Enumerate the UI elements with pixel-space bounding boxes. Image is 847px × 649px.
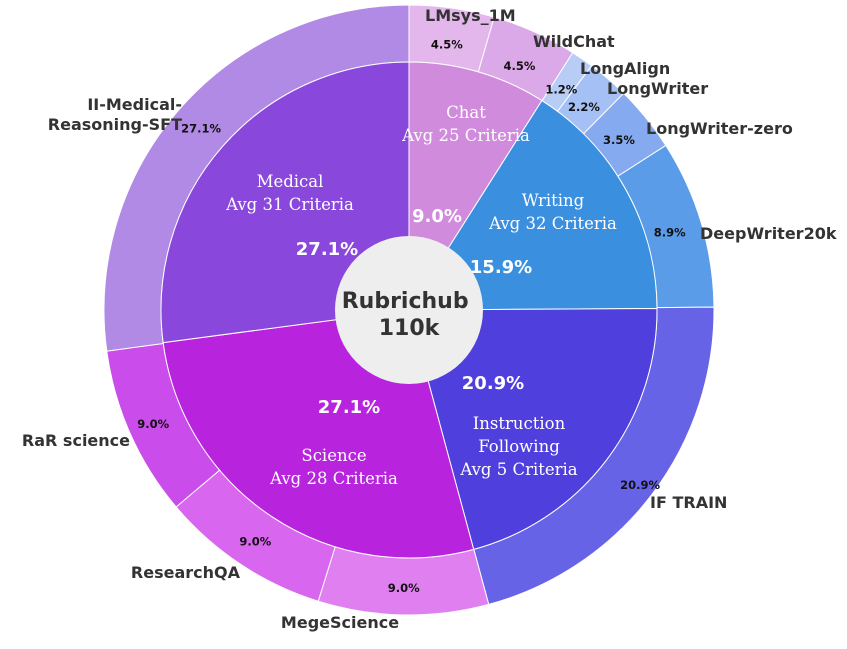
outer-pct-label-ii-medical-reasoning-sft: 27.1% (181, 121, 221, 135)
inner-ring (160, 61, 658, 559)
inner-pct-label-writing: 15.9% (470, 257, 532, 278)
outer-pct-label-researchqa: 9.0% (239, 535, 271, 549)
outer-name-label-researchqa: ResearchQA (131, 563, 241, 582)
inner-pct-label-instruction-following: 20.9% (462, 373, 524, 394)
inner-pct-label-medical: 27.1% (296, 239, 358, 260)
outer-name-label-wildchat: WildChat (533, 32, 615, 51)
outer-name-label-lmsys-1m: LMsys_1M (425, 6, 516, 25)
outer-name-label-if-train: IF TRAIN (650, 493, 727, 512)
outer-pct-label-longalign: 1.2% (545, 82, 577, 96)
outer-pct-label-wildchat: 4.5% (504, 59, 536, 73)
outer-labels: 4.5% LMsys_1M 4.5% WildChat 1.2%LongAlign 2.2… (22, 6, 837, 632)
outer-name-label-deepwriter20k: DeepWriter20k (700, 224, 837, 243)
outer-name-label-ii-medical-reasoning-sft: II-Medical-Reasoning-SFT (48, 95, 182, 134)
inner-pct-label-science: 27.1% (318, 397, 380, 418)
center-title-line-2: 110k (379, 316, 441, 341)
outer-name-label-megescience: MegeScience (281, 613, 399, 632)
outer-pct-label-megescience: 9.0% (388, 581, 420, 595)
outer-pct-label-deepwriter20k: 8.9% (654, 225, 686, 239)
center-title: Rubrichub 110k (342, 289, 477, 341)
center-title-line-1: Rubrichub (342, 289, 469, 314)
inner-slice-writing (408, 99, 658, 311)
outer-pct-label-longwriter-zero: 3.5% (603, 133, 635, 147)
center-circle (335, 236, 483, 384)
outer-name-label-rar-science: RaR science (22, 431, 130, 450)
outer-name-label-longwriter-zero: LongWriter-zero (646, 119, 793, 138)
outer-pct-label-if-train: 20.9% (620, 478, 660, 492)
outer-name-label-longwriter: LongWriter (607, 79, 708, 98)
outer-pct-label-longwriter: 2.2% (568, 100, 600, 114)
outer-name-label-longalign: LongAlign (580, 59, 670, 78)
outer-ring (103, 4, 715, 616)
inner-slice-instruction-following (408, 307, 658, 551)
outer-pct-label-rar-science: 9.0% (137, 417, 169, 431)
inner-pct-label-chat: 9.0% (412, 206, 462, 227)
outer-pct-label-lmsys-1m: 4.5% (431, 38, 463, 52)
